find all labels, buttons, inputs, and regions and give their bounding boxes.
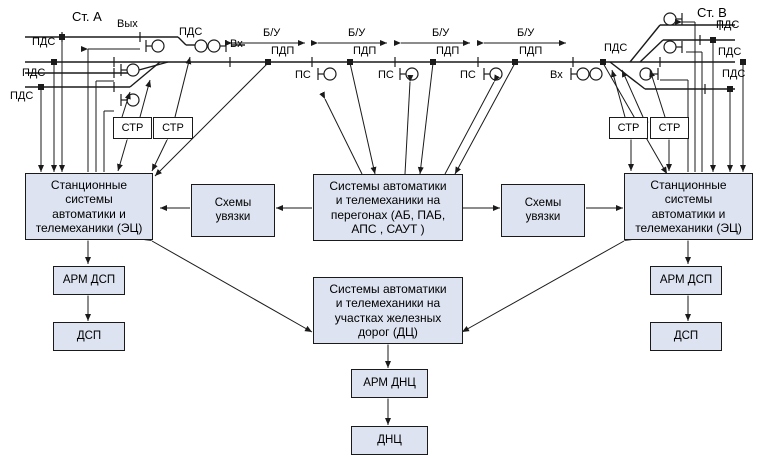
dsp-box-a: ДСП bbox=[53, 322, 125, 351]
str-box-b-1: СТР bbox=[609, 117, 648, 139]
arm-dnc-box: АРМ ДНЦ bbox=[351, 369, 428, 398]
sensor-nodes bbox=[38, 34, 746, 92]
pds-label-a-3: ПДС bbox=[10, 90, 34, 102]
pdp-label-2: ПДП bbox=[353, 45, 377, 57]
schemes-box-right: Схемы увязки bbox=[501, 184, 585, 237]
signal-lamps bbox=[120, 12, 683, 107]
str-box-b-2: СТР bbox=[650, 117, 689, 139]
pdp-label-1: ПДП bbox=[271, 45, 295, 57]
station-ec-box-b: Станционные системы автоматики и телемех… bbox=[624, 173, 753, 240]
dc-systems-box: Системы автоматики и телемеханики на уча… bbox=[313, 277, 463, 344]
station-b-label: Ст. В bbox=[697, 5, 727, 20]
str-box-a-2: СТР bbox=[153, 117, 193, 139]
bu-label-1: Б/У bbox=[263, 27, 281, 39]
ps-label-3: ПС bbox=[460, 69, 476, 81]
entry-signal-label-b: Вх bbox=[550, 69, 563, 81]
pdp-label-3: ПДП bbox=[436, 45, 460, 57]
dnc-box: ДНЦ bbox=[351, 426, 428, 455]
pds-label-b-mid: ПДС bbox=[604, 42, 628, 54]
pds-label-a-1: ПДС bbox=[32, 36, 56, 48]
pds-label-b-2: ПДС bbox=[718, 46, 742, 58]
station-ec-box-a: Станционные системы автоматики и телемех… bbox=[25, 173, 153, 240]
ps-label-2: ПС bbox=[378, 69, 394, 81]
insulating-joints bbox=[61, 20, 721, 94]
pdp-label-4: ПДП bbox=[519, 45, 543, 57]
arm-dsp-box-b: АРМ ДСП bbox=[650, 266, 722, 295]
str-box-a-1: СТР bbox=[113, 117, 152, 139]
pds-label-b-3: ПДС bbox=[722, 68, 746, 80]
pds-label-b-1: ПДС bbox=[716, 19, 740, 31]
dsp-box-b: ДСП bbox=[650, 322, 722, 351]
bu-label-2: Б/У bbox=[348, 27, 366, 39]
entry-signal-label-a: Вх bbox=[230, 38, 243, 50]
bu-label-4: Б/У bbox=[517, 27, 535, 39]
pds-label-a-2: ПДС bbox=[22, 67, 46, 79]
station-a-label: Ст. А bbox=[72, 9, 102, 24]
exit-signal-label: Вых bbox=[117, 18, 138, 30]
bu-label-3: Б/У bbox=[432, 27, 450, 39]
schemes-box-left: Схемы увязки bbox=[191, 184, 275, 237]
arm-dsp-box-a: АРМ ДСП bbox=[53, 266, 125, 295]
ps-label-1: ПС bbox=[295, 69, 311, 81]
peregon-systems-box: Системы автоматики и телемеханики на пер… bbox=[313, 174, 463, 241]
pds-label-a-top: ПДС bbox=[179, 26, 203, 38]
